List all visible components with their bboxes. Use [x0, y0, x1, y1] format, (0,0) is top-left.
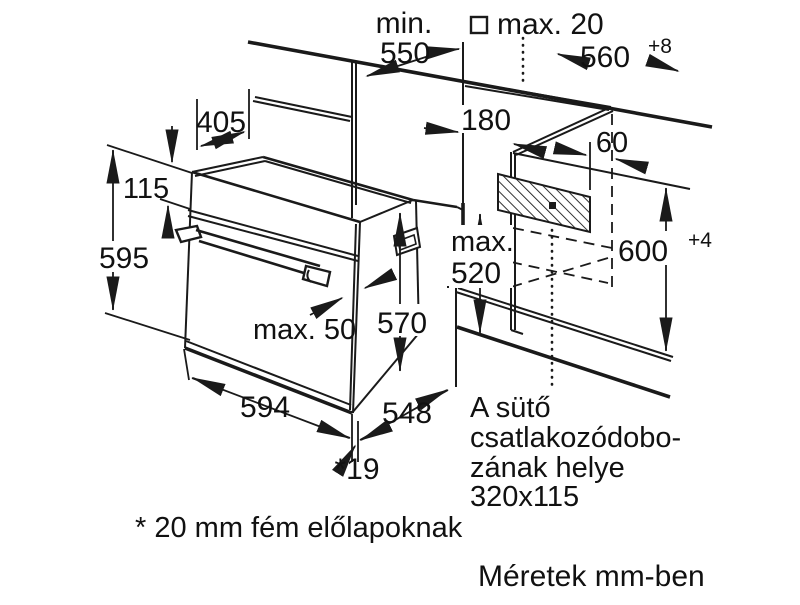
dim-548: 548	[382, 397, 432, 430]
connection-box-note-line2: csatlakozódobo-	[470, 422, 681, 454]
connection-box-area	[497, 36, 591, 390]
dim-600: 600	[618, 235, 668, 268]
extension-lines	[104, 89, 591, 462]
dim-max-20: max. 20	[497, 8, 604, 41]
units-note: Méretek mm-ben	[478, 560, 705, 593]
text-halos	[96, 105, 713, 336]
dim-600-tolerance: +4	[688, 229, 712, 252]
dim-570: 570	[377, 307, 427, 340]
footnote: * 20 mm fém előlapoknak	[135, 512, 463, 544]
connection-box-note-line3: zának helye	[470, 452, 625, 484]
dim-560-tolerance: +8	[648, 35, 672, 58]
connection-box-note-line1: A sütő	[470, 392, 551, 424]
dim-405: 405	[196, 106, 246, 139]
dim-115: 115	[123, 173, 169, 205]
dim-560: 560	[580, 41, 630, 74]
control-panel-line	[187, 209, 359, 257]
dim-60: 60	[596, 127, 628, 159]
connection-box-note-line4: 320x115	[470, 481, 579, 513]
square-symbol	[469, 15, 489, 35]
dim-gap-19: *19	[334, 453, 379, 486]
side-bracket	[392, 226, 422, 257]
counter-structure	[247, 40, 713, 218]
dim-180: 180	[461, 104, 511, 137]
annotation-texts: A sütő csatlakozódobo- zának helye 320x1…	[135, 392, 705, 593]
dim-595: 595	[99, 242, 149, 275]
oven-handle	[174, 224, 332, 288]
dimension-labels: min. 550 max. 20 560 +8 405 115 595 180 …	[99, 7, 712, 486]
dim-max-word: max.	[451, 226, 514, 258]
connection-point-dot	[549, 202, 556, 209]
dimension-arrows	[106, 46, 680, 477]
dim-max-50: max. 50	[253, 314, 356, 346]
dim-min-word: min.	[376, 7, 433, 40]
connection-box-hatch	[497, 172, 591, 234]
oven-drawing	[174, 42, 465, 415]
dim-520: 520	[451, 257, 501, 290]
dim-594: 594	[240, 391, 290, 424]
dim-550: 550	[380, 37, 430, 70]
